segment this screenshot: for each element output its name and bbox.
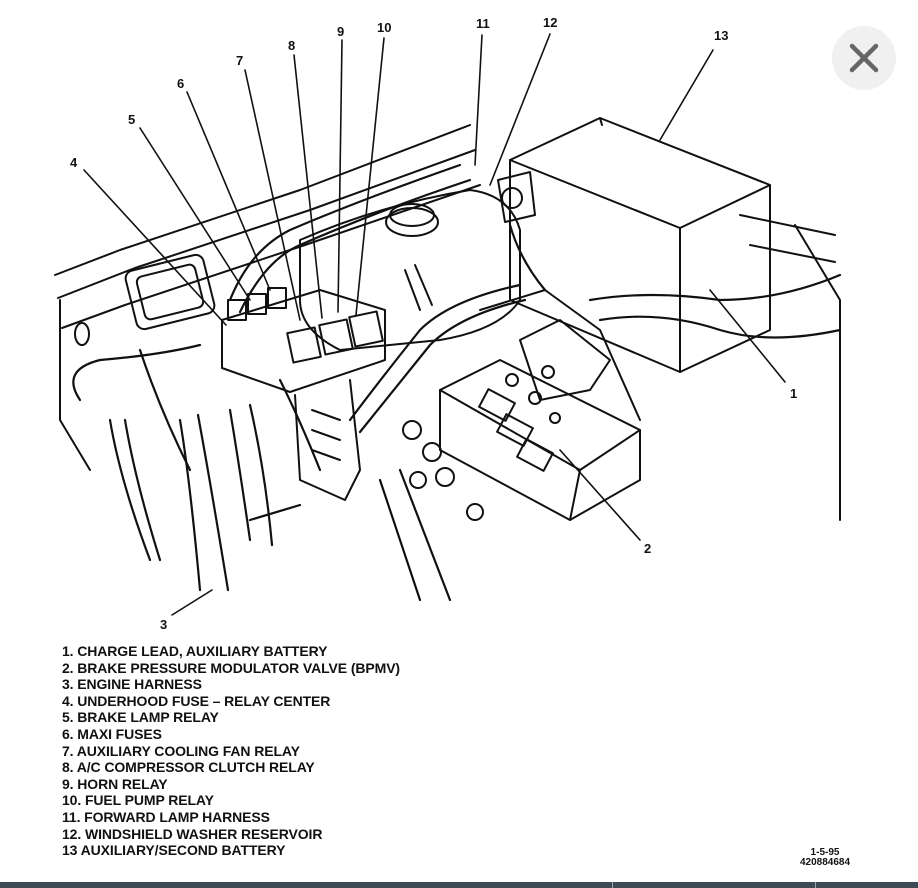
brake-pressure-modulator-valve xyxy=(402,289,641,521)
legend-item: 11. FORWARD LAMP HARNESS xyxy=(62,808,270,825)
bar-divider xyxy=(612,882,613,888)
close-icon xyxy=(849,43,879,73)
callout-2: 2 xyxy=(644,541,652,556)
legend-item: 6. MAXI FUSES xyxy=(62,725,162,742)
fuse-relay-center xyxy=(221,287,386,501)
callout-7: 7 xyxy=(236,53,244,68)
bar-divider xyxy=(815,882,816,888)
callout-leaders xyxy=(83,33,786,616)
callout-5: 5 xyxy=(128,112,136,127)
callout-3: 3 xyxy=(160,617,168,632)
legend-item: 5. BRAKE LAMP RELAY xyxy=(62,709,219,726)
reference-date: 1-5-95 xyxy=(810,847,840,858)
callout-8: 8 xyxy=(288,38,296,53)
parts-legend: 1. CHARGE LEAD, AUXILIARY BATTERY 2. BRA… xyxy=(62,643,400,859)
engine-bay-illustration xyxy=(54,33,842,616)
callout-13: 13 xyxy=(714,28,729,43)
fender-outline xyxy=(54,124,841,521)
legend-item: 9. HORN RELAY xyxy=(62,775,168,792)
callout-11: 11 xyxy=(476,16,490,31)
legend-item: 1. CHARGE LEAD, AUXILIARY BATTERY xyxy=(62,643,328,659)
diagram-reference: 1-5-95 420884684 xyxy=(790,848,860,868)
callout-12: 12 xyxy=(543,15,558,30)
callout-4: 4 xyxy=(70,155,78,170)
legend-item: 2. BRAKE PRESSURE MODULATOR VALVE (BPMV) xyxy=(62,659,400,676)
legend-item: 10. FUEL PUMP RELAY xyxy=(62,792,214,809)
reference-part-number: 420884684 xyxy=(799,857,851,868)
legend-item: 8. A/C COMPRESSOR CLUTCH RELAY xyxy=(62,759,315,776)
callout-6: 6 xyxy=(177,76,185,91)
callout-1: 1 xyxy=(790,386,798,401)
callout-9: 9 xyxy=(337,24,345,39)
close-button[interactable] xyxy=(832,26,896,90)
wire-harnesses xyxy=(72,163,842,602)
legend-item: 4. UNDERHOOD FUSE – RELAY CENTER xyxy=(62,692,331,709)
callout-10: 10 xyxy=(377,20,392,35)
viewer-bottom-bar xyxy=(0,882,918,888)
legend-item: 3. ENGINE HARNESS xyxy=(62,676,202,693)
legend-item: 13 AUXILIARY/SECOND BATTERY xyxy=(62,842,286,859)
legend-item: 7. AUXILIARY COOLING FAN RELAY xyxy=(62,742,300,759)
legend-item: 12. WINDSHIELD WASHER RESERVOIR xyxy=(62,825,323,842)
